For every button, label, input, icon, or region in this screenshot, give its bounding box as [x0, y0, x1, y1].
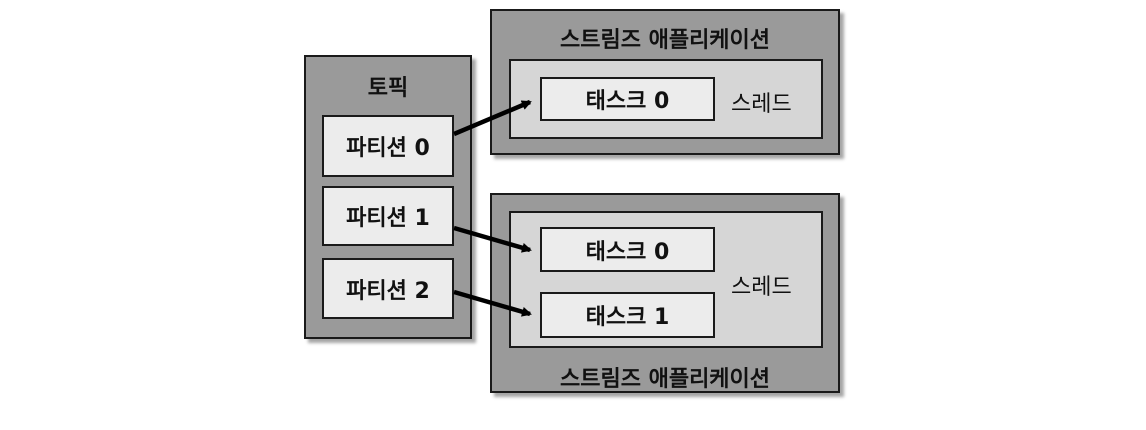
task-top-0: 태스크 0 [540, 77, 715, 121]
streams-app-top-title: 스트림즈 애플리케이션 [559, 28, 771, 53]
task-bottom-1: 태스크 1 [540, 292, 715, 338]
topic-title: 토픽 [367, 76, 409, 101]
arrow-partition0-to-task0-top [453, 99, 532, 137]
partition-label: 파티션 1 [346, 206, 430, 231]
partition-2: 파티션 2 [322, 258, 454, 319]
task-label: 태스크 0 [585, 89, 670, 114]
partition-0: 파티션 0 [322, 115, 454, 177]
arrow-partition1-to-task0-bottom [453, 225, 532, 253]
task-label: 태스크 1 [585, 305, 670, 330]
task-label: 태스크 0 [585, 239, 670, 265]
thread-top-label: 스레드 [731, 92, 792, 117]
thread-bottom-label: 스레드 [731, 275, 792, 300]
partition-label: 파티션 0 [346, 136, 430, 161]
streams-app-bottom-title: 스트림즈 애플리케이션 [559, 367, 771, 392]
arrow-partition2-to-task1-bottom [453, 289, 532, 317]
task-bottom-0: 태스크 0 [540, 227, 715, 272]
partition-label: 파티션 2 [346, 278, 430, 304]
partition-1: 파티션 1 [322, 186, 454, 246]
